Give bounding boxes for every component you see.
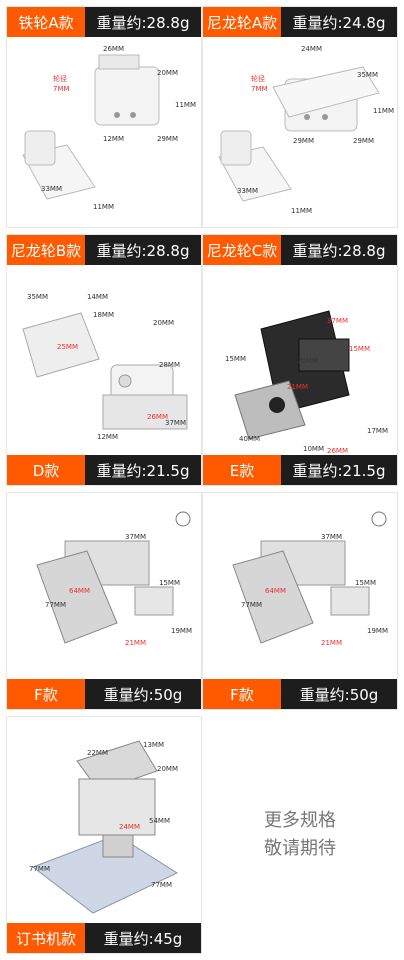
product-name: 尼龙轮C款 — [203, 235, 281, 265]
latch-diagram: 22MM 13MM 20MM 24MM 54MM 77MM 77MM — [29, 740, 179, 914]
product-label-bar: 订书机款 重量约:45g — [7, 923, 201, 953]
dim-label: 26MM — [147, 413, 168, 421]
dim-label: 21MM — [321, 639, 342, 647]
dim-label: 37MM — [321, 533, 342, 541]
latch-diagram: 37MM 15MM 64MM 77MM 21MM 19MM — [36, 511, 192, 647]
dim-label: 17MM — [367, 427, 388, 435]
coming-soon-panel: 更多规格 敬请期待 — [202, 716, 398, 954]
dim-label: 64MM — [69, 587, 90, 595]
product-weight: 重量约:28.8g — [85, 235, 201, 265]
dim-label: 15MM — [355, 579, 376, 587]
product-name: D款 — [7, 455, 85, 485]
dim-label: 20MM — [153, 319, 174, 327]
product-card-nylon-a[interactable]: 尼龙轮A款 重量约:24.8g 24MM 35MM 11MM 29MM 29MM… — [202, 6, 398, 228]
dim-label: 11MM — [291, 207, 312, 215]
latch-diagram: 37MM 15MM 64MM 77MM 21MM 19MM — [232, 511, 388, 647]
dim-label: 轮径 — [251, 74, 265, 83]
latch-diagram: 37MM 70MM 15MM 15MM 21MM 40MM 10MM 26MM … — [225, 310, 388, 455]
product-name: F款 — [203, 679, 281, 709]
dim-label: 18MM — [93, 311, 114, 319]
product-label-bar: 铁轮A款 重量约:28.8g — [7, 7, 201, 37]
dim-label: 35MM — [357, 71, 378, 79]
product-label-bar: 尼龙轮C款 重量约:28.8g — [203, 235, 397, 265]
dim-label: 24MM — [301, 45, 322, 53]
coming-soon-line-2: 敬请期待 — [264, 838, 336, 859]
product-name: F款 — [7, 679, 85, 709]
product-weight: 重量约:50g — [281, 679, 397, 709]
product-label-bar: D款 重量约:21.5g — [7, 455, 201, 485]
dim-label: 轮径 — [53, 74, 67, 83]
product-name: E款 — [203, 455, 281, 485]
product-card-stapler[interactable]: 22MM 13MM 20MM 24MM 54MM 77MM 77MM 订书机款 … — [6, 716, 202, 954]
dim-label: 11MM — [93, 203, 114, 211]
coming-soon-line-1: 更多规格 — [264, 810, 336, 831]
latch-diagram: 35MM 14MM 18MM 20MM 28MM 37MM 12MM 26MM … — [22, 293, 188, 441]
dim-label: 29MM — [293, 137, 314, 145]
dim-label: 10MM — [303, 445, 324, 453]
dim-label: 77MM — [241, 601, 262, 609]
dim-label: 21MM — [287, 383, 308, 391]
dim-label: 13MM — [143, 741, 164, 749]
dim-label: 19MM — [367, 627, 388, 635]
dim-label: 29MM — [157, 135, 178, 143]
dim-label: 37MM — [327, 317, 348, 325]
product-weight: 重量约:28.8g — [281, 235, 397, 265]
dim-label: 70MM — [297, 357, 318, 365]
dim-label: 29MM — [353, 137, 374, 145]
dim-label: 14MM — [87, 293, 108, 301]
product-weight: 重量约:21.5g — [85, 455, 201, 485]
dim-label: 33MM — [41, 185, 62, 193]
dim-label: 12MM — [103, 135, 124, 143]
dim-label: 15MM — [225, 355, 246, 363]
dim-label: 33MM — [237, 187, 258, 195]
dim-label: 77MM — [29, 865, 50, 873]
dim-label: 24MM — [119, 823, 140, 831]
dim-label: 25MM — [57, 343, 78, 351]
dim-label: 54MM — [149, 817, 170, 825]
product-weight: 重量约:28.8g — [85, 7, 201, 37]
product-weight: 重量约:45g — [85, 923, 201, 953]
dim-label: 77MM — [151, 881, 172, 889]
product-label-bar: F款 重量约:50g — [203, 679, 397, 709]
dim-label: 11MM — [373, 107, 394, 115]
dim-label: 12MM — [97, 433, 118, 441]
dim-label: 26MM — [103, 45, 124, 53]
dim-label: 22MM — [87, 749, 108, 757]
dim-label: 37MM — [165, 419, 186, 427]
product-weight: 重量约:21.5g — [281, 455, 397, 485]
dim-label: 11MM — [175, 101, 196, 109]
product-label-bar: 尼龙轮B款 重量约:28.8g — [7, 235, 201, 265]
dim-label: 7MM — [53, 85, 70, 93]
latch-diagram: 26MM 20MM 11MM 12MM 29MM 33MM 11MM 轮径 7M… — [22, 45, 196, 211]
product-name: 尼龙轮A款 — [203, 7, 281, 37]
dim-label: 35MM — [27, 293, 48, 301]
dim-label: 37MM — [125, 533, 146, 541]
dim-label: 15MM — [159, 579, 180, 587]
product-name: 铁轮A款 — [7, 7, 85, 37]
product-card-nylon-b[interactable]: 尼龙轮B款 重量约:28.8g 35MM 14MM 18MM 20MM 28MM… — [6, 234, 202, 486]
dim-label: 20MM — [157, 765, 178, 773]
product-label-bar: 尼龙轮A款 重量约:24.8g — [203, 7, 397, 37]
dim-label: 64MM — [265, 587, 286, 595]
latch-diagram: 24MM 35MM 11MM 29MM 29MM 33MM 11MM 轮径 7M… — [218, 45, 394, 215]
dim-label: 77MM — [45, 601, 66, 609]
product-label-bar: E款 重量约:21.5g — [203, 455, 397, 485]
product-card-iron-a[interactable]: 铁轮A款 重量约:28.8g 26MM 20MM 11MM 12MM 29MM … — [6, 6, 202, 228]
dim-label: 19MM — [171, 627, 192, 635]
dim-label: 26MM — [327, 447, 348, 455]
dim-label: 40MM — [239, 435, 260, 443]
product-label-bar: F款 重量约:50g — [7, 679, 201, 709]
dim-label: 15MM — [349, 345, 370, 353]
dim-label: 20MM — [157, 69, 178, 77]
dim-label: 7MM — [251, 85, 268, 93]
product-weight: 重量约:50g — [85, 679, 201, 709]
product-weight: 重量约:24.8g — [281, 7, 397, 37]
product-card-f-1[interactable]: 37MM 15MM 64MM 77MM 21MM 19MM F款 重量约:50g — [6, 492, 202, 710]
product-name: 尼龙轮B款 — [7, 235, 85, 265]
dim-label: 28MM — [159, 361, 180, 369]
product-card-nylon-c[interactable]: 尼龙轮C款 重量约:28.8g 37MM 70MM 15MM 15MM 21MM… — [202, 234, 398, 486]
product-card-f-2[interactable]: 37MM 15MM 64MM 77MM 21MM 19MM F款 重量约:50g — [202, 492, 398, 710]
dim-label: 21MM — [125, 639, 146, 647]
product-name: 订书机款 — [7, 923, 85, 953]
